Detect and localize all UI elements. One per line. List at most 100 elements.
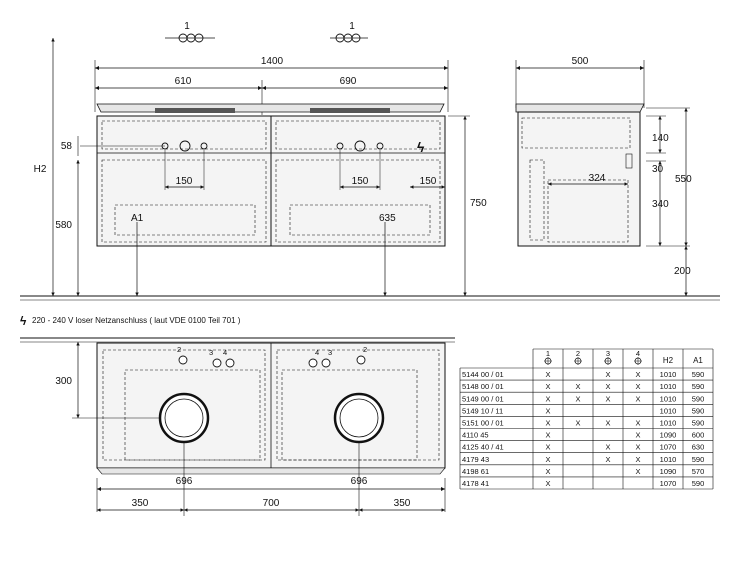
side-view: 500 140 30 324 340 550 200 <box>515 56 692 296</box>
dim-socket-spacing: 150 <box>420 176 437 187</box>
table-cell: X <box>545 479 550 488</box>
plan-view: 2 3 4 4 3 2 300 696 696 350 700 350 <box>55 342 446 516</box>
table-cell: 1090 <box>660 431 677 440</box>
dim-top-drawer: 140 <box>652 133 669 144</box>
table-cell: X <box>545 382 550 391</box>
table-cell: X <box>605 443 610 452</box>
dim-side-total: 550 <box>675 174 692 185</box>
table-cell: X <box>635 382 640 391</box>
table-header-a1: A1 <box>693 356 703 365</box>
table-cell: 600 <box>692 431 705 440</box>
table-cell: 1090 <box>660 467 677 476</box>
plan-label-2-right: 2 <box>363 345 367 354</box>
table-cell: X <box>545 419 550 428</box>
table-cell: 1010 <box>660 419 677 428</box>
lightning-icon: ϟ <box>20 314 27 328</box>
table-cell: 1010 <box>660 406 677 415</box>
marker-1-left: 1 <box>184 21 190 32</box>
table-cell: 1010 <box>660 394 677 403</box>
table-cell: 590 <box>692 406 705 415</box>
dim-drain-height: 58 <box>61 141 73 152</box>
plan-label-3-right: 3 <box>328 348 332 357</box>
dim-depth: 500 <box>572 56 589 67</box>
table-cell: X <box>635 431 640 440</box>
table-header-2: 2 <box>576 349 580 358</box>
table-cell: X <box>605 419 610 428</box>
table-cell: X <box>635 467 640 476</box>
table-cell-code: 5149 00 / 01 <box>462 394 504 403</box>
dim-bottom-center: 700 <box>263 498 280 509</box>
table-cell-code: 5149 10 / 11 <box>462 406 503 415</box>
table-cell-code: 4110 45 <box>462 431 489 440</box>
dim-inner-depth: 324 <box>589 173 606 184</box>
basin-left <box>158 392 210 444</box>
table-cell-code: 5144 00 / 01 <box>462 370 504 379</box>
table-cell: 1010 <box>660 382 677 391</box>
table-cell: X <box>545 431 550 440</box>
dim-lower-drawer: 340 <box>652 199 669 210</box>
lightning-icon: ϟ <box>417 139 425 155</box>
dim-right-offset: 690 <box>340 76 357 87</box>
dim-depth-offset: 300 <box>55 376 72 387</box>
connection-1-icon <box>178 33 204 43</box>
table-header-3: 3 <box>606 349 610 358</box>
table-cell-code: 4125 40 / 41 <box>462 443 504 452</box>
table-cell-code: 4198 61 <box>462 467 489 476</box>
power-note-text: 220 - 240 V loser Netzanschluss ( laut V… <box>32 316 241 325</box>
table-header-1: 1 <box>546 349 550 358</box>
table-cell: X <box>575 382 580 391</box>
table-cell: 1010 <box>660 370 677 379</box>
table-cell-code: 5148 00 / 01 <box>462 382 504 391</box>
plan-label-4-right: 4 <box>315 348 319 357</box>
plan-label-3-left: 3 <box>209 348 213 357</box>
dim-center: 635 <box>379 213 396 224</box>
table-cell: X <box>635 419 640 428</box>
table-cell: 590 <box>692 382 705 391</box>
marker-1-right: 1 <box>349 21 355 32</box>
top-markers: 1 1 <box>165 21 368 43</box>
table-cell: X <box>545 370 550 379</box>
dim-bottom-right: 350 <box>394 498 411 509</box>
label-a1: A1 <box>131 213 144 224</box>
plan-label-4-left: 4 <box>223 348 227 357</box>
table-cell: 590 <box>692 479 705 488</box>
dim-bottom-left: 350 <box>132 498 149 509</box>
table-cell: 1010 <box>660 455 677 464</box>
dim-h2-value: 580 <box>55 220 72 231</box>
table-cell: 590 <box>692 455 705 464</box>
dim-total-height: 750 <box>470 198 487 209</box>
table-cell: 1070 <box>660 443 677 452</box>
dim-left-offset: 610 <box>175 76 192 87</box>
dim-overall-width: 1400 <box>261 56 284 67</box>
table-cell: X <box>605 370 610 379</box>
dim-pipe-spacing-right: 150 <box>352 176 369 187</box>
basin-right <box>333 392 385 444</box>
table-cell-code: 5151 00 / 01 <box>462 419 504 428</box>
table-cell: X <box>635 443 640 452</box>
plan-label-2-left: 2 <box>177 345 181 354</box>
table-cell: X <box>605 455 610 464</box>
table-cell: 630 <box>692 443 705 452</box>
table-cell: 590 <box>692 394 705 403</box>
front-view: 1400 610 690 58 ϟ <box>20 38 720 301</box>
table-cell: 590 <box>692 419 705 428</box>
dim-pipe-spacing-left: 150 <box>176 176 193 187</box>
table-cell: 1070 <box>660 479 677 488</box>
power-note: ϟ 220 - 240 V loser Netzanschluss ( laut… <box>20 314 241 328</box>
table-cell: X <box>545 443 550 452</box>
table-cell: X <box>605 394 610 403</box>
table-cell: 570 <box>692 467 705 476</box>
label-h2: H2 <box>34 164 47 175</box>
table-cell: X <box>605 382 610 391</box>
dim-floor-clearance: 200 <box>674 266 691 277</box>
table-cell: X <box>545 394 550 403</box>
table-cell: X <box>575 394 580 403</box>
table-cell-code: 4178 41 <box>462 479 489 488</box>
table-cell: X <box>635 455 640 464</box>
table-header-4: 4 <box>636 349 640 358</box>
table-header-h2: H2 <box>663 356 674 365</box>
table-cell: X <box>545 406 550 415</box>
connection-1-icon <box>335 33 361 43</box>
